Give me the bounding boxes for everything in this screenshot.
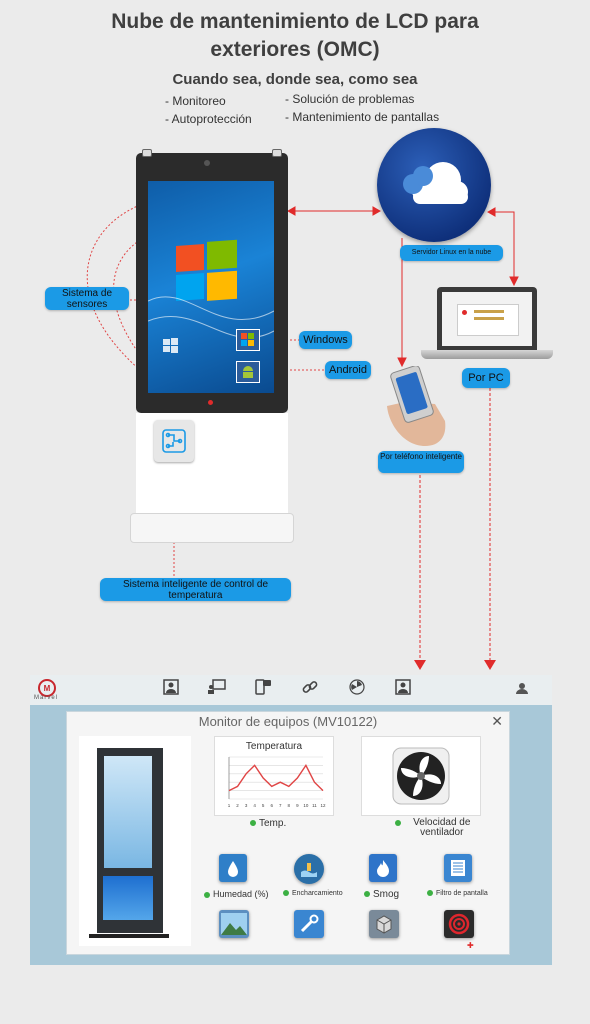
x-tick-label: 8 [288,803,291,808]
presentation-icon[interactable] [208,678,226,696]
humidity-status: Humedad (%) [204,889,269,899]
fan-icon[interactable] [348,678,366,696]
filter-icon[interactable] [444,854,472,882]
x-tick-label: 11 [312,803,317,808]
status-dot [250,820,256,827]
logo-text: Marvel [34,695,59,701]
windows-app-icon [236,329,260,351]
android-label: Android [325,361,371,379]
status-dot [204,891,210,898]
tool-icon[interactable] [294,910,324,938]
waterlog-status: Encharcamiento [283,890,343,897]
smog-label: Smog [373,889,400,900]
x-tick-label: 4 [253,803,256,808]
logo-icon: M [38,679,56,697]
windows-logo-icon [148,239,274,353]
sensor-dot [208,400,213,405]
cloud-server-icon [377,128,491,242]
feature-screen-maintenance: - Mantenimiento de pantallas [285,110,440,124]
fan-speed-panel [361,736,481,816]
close-icon[interactable]: ✕ [491,713,503,729]
page-title-line1: Nube de mantenimiento de LCD para [111,10,479,33]
screen-filter-status: Filtro de pantalla [427,890,488,897]
box-icon[interactable] [369,910,399,938]
fan-label: Velocidad de ventilador [413,817,471,838]
status-dot [364,891,370,898]
cloud-server-label: Servidor Linux en la nube [400,245,503,261]
x-tick-label: 3 [245,803,248,808]
temp-label: Temp. [259,818,287,829]
x-tick-label: 7 [279,803,282,808]
kiosk-product-image [79,736,191,946]
add-icon[interactable]: ✚ [467,941,474,950]
android-app-icon [236,361,260,383]
windows-label: Windows [299,331,352,349]
x-tick-label: 2 [236,803,239,808]
link-icon[interactable] [301,678,319,696]
kiosk-foot [130,513,294,543]
temp-control-label: Sistema inteligente de control de temper… [100,578,291,601]
flame-icon[interactable] [369,854,397,882]
fan-speed-status: Velocidad de ventilador [395,818,477,838]
humidity-icon[interactable] [219,854,247,882]
status-dot [395,820,401,826]
phone-label: Por teléfono inteligente [378,451,464,473]
x-tick-label: 12 [320,803,326,808]
screen-filter-label: Filtro de pantalla [436,890,488,897]
kiosk-hook-left [142,149,152,157]
humidity-label: Humedad (%) [213,889,269,899]
x-tick-label: 1 [228,803,231,808]
status-dot [283,890,289,897]
phone-chat-icon[interactable] [254,678,272,696]
chart-title: Temperatura [245,741,303,752]
subtitle: Cuando sea, donde sea, como sea [172,71,418,88]
app-window: M Marvel Monitor de equipos (MV10122) ✕ [30,675,552,965]
sensor-system-label: Sistema de sensores [45,287,129,310]
target-icon[interactable] [444,910,474,938]
laptop-icon [437,287,537,350]
x-tick-label: 5 [262,803,265,808]
status-dot [427,890,433,897]
user-card-icon[interactable] [162,678,180,696]
feature-self-protection: - Autoprotección [165,112,252,126]
x-tick-label: 6 [270,803,273,808]
laptop-base [421,350,553,359]
kiosk-hook-right [272,149,282,157]
camera-icon [204,160,210,166]
profile-icon[interactable] [513,679,531,697]
page-title-line2: exteriores (OMC) [210,38,380,61]
kiosk-frame [136,149,288,413]
equipment-monitor-dialog: Monitor de equipos (MV10122) ✕ Temperatu… [66,711,510,955]
waterlog-label: Encharcamiento [292,890,343,897]
smartphone-icon [385,365,451,448]
waterlog-icon[interactable] [294,854,324,884]
x-tick-label: 9 [296,803,299,808]
circuit-board-icon [154,420,194,462]
temperature-series-line [228,764,324,792]
x-tick-label: 10 [303,803,309,808]
landscape-icon[interactable] [219,910,249,938]
feature-monitoring: - Monitoreo [165,94,226,108]
temp-status: Temp. [250,818,286,829]
pc-label: Por PC [462,368,510,388]
dialog-title: Monitor de equipos (MV10122) [198,714,378,729]
app-navbar: M Marvel [30,675,552,705]
user-card-icon-2[interactable] [394,678,412,696]
kiosk-screen [148,181,274,393]
feature-troubleshooting: - Solución de problemas [285,92,415,106]
smog-status: Smog [364,889,399,900]
fan-icon [392,747,450,805]
